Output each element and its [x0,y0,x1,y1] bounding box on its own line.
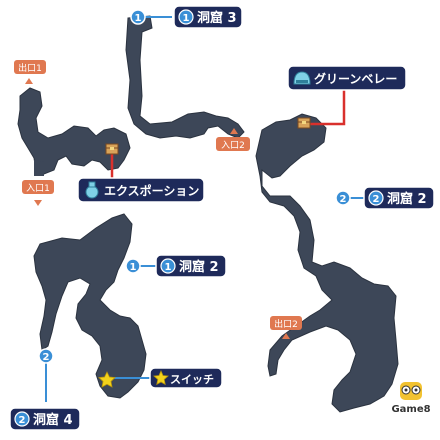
exit2-tag: 出口2 [270,316,302,339]
item-connector-beret [308,88,346,126]
svg-text:出口2: 出口2 [274,318,298,330]
svg-text:1: 1 [130,262,137,273]
svg-text:洞窟 2: 洞窟 2 [179,259,219,275]
exit1-tag: 出口1 [14,60,46,84]
marker-cave3[interactable]: 1 1 洞窟 3 [130,5,243,29]
entrance2-tag: 入口2 [216,128,250,151]
svg-text:洞窟 3: 洞窟 3 [197,10,237,26]
svg-text:1: 1 [183,13,190,24]
cave-area-top-center [125,15,245,139]
item-potion[interactable]: エクスポーション [77,177,205,203]
svg-text:入口1: 入口1 [26,183,50,194]
svg-text:スイッチ: スイッチ [170,373,214,386]
exit2-arrow [282,333,290,339]
treasure-chest-icon[interactable] [105,143,119,155]
marker-cave4[interactable]: 2 2 洞窟 4 [9,348,81,431]
entrance1-tag: 入口1 [22,180,54,206]
switch-star-icon[interactable] [98,371,116,388]
marker-cave2-left[interactable]: 1 1 洞窟 2 [125,254,227,278]
marker-cave2-right[interactable]: 2 2 洞窟 2 [335,186,435,210]
item-beret[interactable]: グリーンベレー [287,65,407,91]
svg-text:洞窟 4: 洞窟 4 [33,412,73,428]
item-switch[interactable]: スイッチ [149,367,223,389]
svg-text:2: 2 [340,194,347,205]
star-icon [153,370,169,386]
svg-text:2: 2 [373,194,380,205]
svg-text:2: 2 [19,415,26,426]
treasure-chest-icon[interactable] [297,117,311,129]
cave-area-bottom-left [33,213,147,399]
svg-text:Game8: Game8 [391,404,430,415]
svg-text:グリーンベレー: グリーンベレー [314,71,397,86]
svg-text:エクスポーション: エクスポーション [104,183,199,198]
cave-corridor-entrance1 [34,160,44,176]
svg-text:1: 1 [165,262,172,273]
exit1-arrow [25,78,33,84]
potion-icon [85,181,99,199]
svg-text:2: 2 [43,352,50,363]
entrance2-arrow [230,128,238,134]
svg-text:入口2: 入口2 [221,140,245,151]
svg-text:1: 1 [135,13,142,24]
entrance1-arrow [34,200,42,206]
svg-text:出口1: 出口1 [18,62,42,74]
svg-text:洞窟 2: 洞窟 2 [387,191,427,207]
game8-logo: Game8 [391,382,431,415]
game8-mascot-icon [400,382,422,400]
helmet-icon [293,71,311,85]
cave-area-right [255,113,399,413]
